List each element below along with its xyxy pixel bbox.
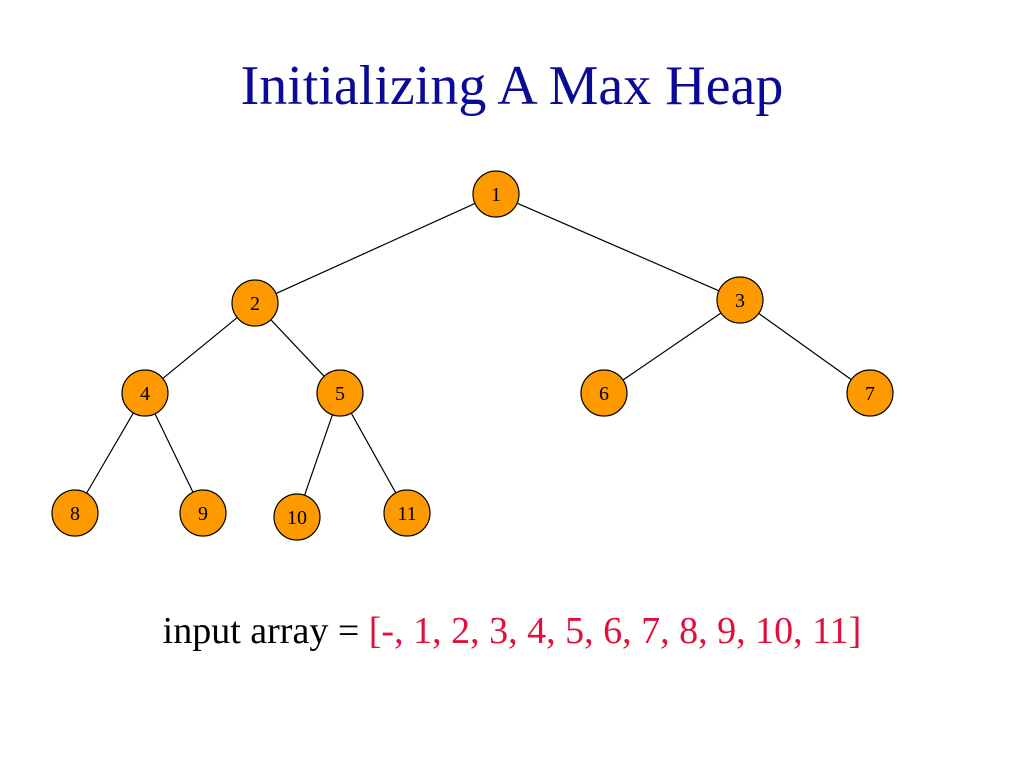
tree-node-label: 3 (735, 290, 745, 312)
tree-node-label: 7 (865, 383, 875, 405)
edge-5-10 (303, 414, 334, 496)
tree-node-label: 10 (287, 507, 307, 529)
tree-node-label: 1 (491, 184, 501, 206)
input-array-values: [-, 1, 2, 3, 4, 5, 6, 7, 8, 9, 10, 11] (368, 610, 862, 652)
tree-node-8: 8 (51, 489, 99, 537)
edge-2-5 (270, 319, 325, 377)
tree-node-label: 5 (335, 383, 345, 405)
tree-node-circle (472, 170, 520, 218)
tree-node-3: 3 (716, 276, 764, 324)
tree-node-label: 6 (599, 383, 609, 405)
edge-5-11 (350, 412, 397, 494)
tree-node-label: 9 (198, 503, 208, 525)
tree-node-circle (316, 369, 364, 417)
tree-node-6: 6 (580, 369, 628, 417)
tree-node-label: 4 (140, 383, 150, 405)
tree-node-5: 5 (316, 369, 364, 417)
tree-node-label: 2 (250, 293, 260, 315)
tree-node-circle (580, 369, 628, 417)
slide-title: Initializing A Max Heap (240, 55, 784, 117)
input-array-label: input array = (162, 610, 369, 652)
tree-node-label: 11 (397, 503, 416, 525)
edges-layer (86, 202, 852, 496)
tree-node-circle (383, 489, 431, 537)
edge-3-6 (622, 312, 722, 381)
tree-node-circle (179, 489, 227, 537)
edge-3-7 (758, 312, 852, 381)
tree-node-circle (51, 489, 99, 537)
tree-node-10: 10 (273, 493, 321, 541)
tree-node-7: 7 (846, 369, 894, 417)
edge-1-3 (516, 202, 720, 292)
tree-node-2: 2 (231, 279, 279, 327)
edge-4-8 (86, 412, 134, 494)
edge-2-4 (162, 317, 238, 379)
tree-node-11: 11 (383, 489, 431, 537)
tree-node-9: 9 (179, 489, 227, 537)
tree-node-circle (273, 493, 321, 541)
tree-node-4: 4 (121, 369, 169, 417)
tree-node-circle (121, 369, 169, 417)
tree-node-1: 1 (472, 170, 520, 218)
tree-node-circle (846, 369, 894, 417)
edge-1-2 (275, 202, 476, 295)
tree-node-label: 8 (70, 503, 80, 525)
tree-node-circle (231, 279, 279, 327)
edge-4-9 (154, 413, 194, 493)
nodes-layer: 1 2 3 4 5 6 7 8 9 10 11 (51, 170, 894, 541)
tree-node-circle (716, 276, 764, 324)
input-array-line: input array = [-, 1, 2, 3, 4, 5, 6, 7, 8… (0, 612, 1024, 650)
